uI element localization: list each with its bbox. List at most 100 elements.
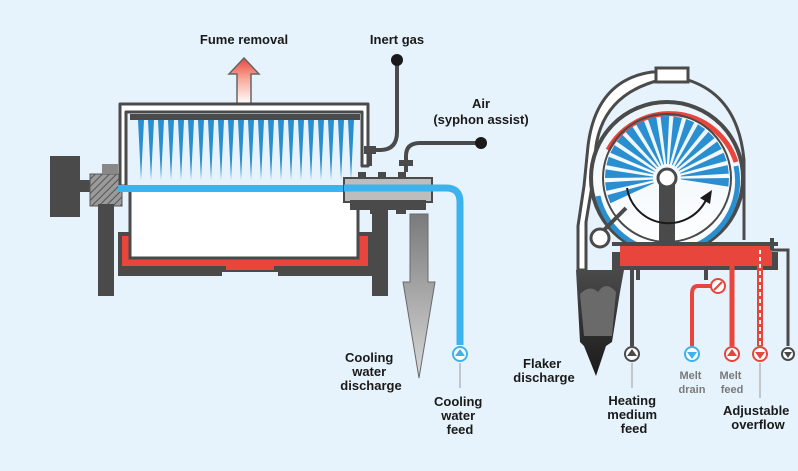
cooling-sprays <box>138 120 354 180</box>
joint-bolt-2 <box>378 172 386 179</box>
bearing-block <box>102 164 118 174</box>
inert-gas-pipe <box>368 60 399 166</box>
drum-spray-spoke <box>674 124 706 167</box>
spray-nozzle <box>298 120 304 180</box>
drive-shaft <box>80 180 92 192</box>
housing-top-cap <box>654 66 690 84</box>
melt-feed-arrow-head <box>727 349 737 356</box>
overflow-arrow-head <box>755 352 765 359</box>
rotation-arrow <box>626 187 707 225</box>
drum-spray-spoke <box>671 119 695 166</box>
label-heating-medium-feed: Heating medium feed <box>607 393 660 436</box>
trough-post-3 <box>770 238 774 250</box>
drum-spray-spoke <box>625 126 659 168</box>
spray-nozzle <box>168 120 174 180</box>
spray-nozzle <box>188 120 194 180</box>
spray-nozzle <box>138 120 144 180</box>
cooling-water-discharge-pipe <box>402 213 436 379</box>
trough-rim <box>612 242 778 246</box>
drum-center-column <box>659 184 675 246</box>
drum-spray-spoke <box>680 165 729 177</box>
drum-spray-spoke <box>678 141 722 171</box>
drum-spray-spoke <box>680 177 729 187</box>
spray-nozzle <box>278 120 284 180</box>
label-fume-removal: Fume removal <box>200 32 288 47</box>
label-melt-drain: Melt drain <box>679 370 706 396</box>
joint-bolt-5 <box>396 208 406 214</box>
spray-nozzle <box>178 120 184 180</box>
overflow-return-arrow-head <box>784 352 792 358</box>
label-cooling-water-discharge: Cooling water discharge <box>340 350 401 393</box>
side-view-flaker <box>50 54 487 388</box>
melt-drain-valve-mark <box>713 281 723 291</box>
label-melt-feed: Melt feed <box>719 370 744 396</box>
overflow-return-pipe <box>772 248 790 346</box>
cooling-water-feed-pipe <box>344 184 464 345</box>
spray-nozzle <box>318 120 324 180</box>
scraper-knife <box>602 206 628 232</box>
drum-spray-spoke <box>647 116 664 165</box>
drum-spray-spoke <box>605 179 654 191</box>
spray-nozzle <box>228 120 234 180</box>
air-syphon-pipe <box>404 141 481 172</box>
housing-right-wall <box>687 78 746 240</box>
drum-spray-spoke <box>660 116 670 165</box>
drum-shell <box>128 188 360 260</box>
hood-bar <box>130 114 360 120</box>
air-inlet-dot <box>475 137 487 149</box>
spray-nozzle <box>288 120 294 180</box>
spray-nozzle <box>248 120 254 180</box>
label-air: Air <box>472 96 490 111</box>
flake-pile <box>580 286 616 336</box>
rotation-arrow-head <box>700 190 712 204</box>
drum-spray-spoke <box>610 145 655 172</box>
melt-trough-bath <box>620 246 772 266</box>
spray-nozzle <box>148 120 154 180</box>
spray-nozzle <box>198 120 204 180</box>
spray-nozzle <box>348 120 354 180</box>
fume-removal-arrow <box>227 56 261 105</box>
drum-hub <box>656 167 678 189</box>
spray-nozzle <box>218 120 224 180</box>
spray-nozzle <box>208 120 214 180</box>
drum-spray-spoke <box>607 182 654 204</box>
drum-spray-spoke <box>606 156 654 175</box>
gearbox-coupling <box>89 173 123 207</box>
spray-nozzle <box>258 120 264 180</box>
inert-gas-valve <box>364 146 376 154</box>
label-inert-gas: Inert gas <box>370 32 424 47</box>
cooling-water-feed-arrow-head <box>455 349 465 356</box>
melt-drain-pipe <box>690 284 718 346</box>
drum-spray-spoke <box>635 120 662 166</box>
melt-drain-arrow-head <box>687 352 697 359</box>
spray-nozzle <box>308 120 314 180</box>
drum-spray-spoke <box>676 131 715 169</box>
joint-bolt-4 <box>370 208 380 214</box>
inert-gas-inlet-dot <box>391 54 403 66</box>
right-leg <box>372 204 388 296</box>
drum-spray-spoke <box>605 169 654 179</box>
joint-bolt-3 <box>398 172 406 179</box>
label-air-syphon: (syphon assist) <box>433 112 528 127</box>
trough-post-2 <box>704 266 708 280</box>
trough-post-1 <box>636 266 640 280</box>
spray-nozzle <box>158 120 164 180</box>
joint-bolt-1 <box>358 172 366 179</box>
heating-medium-arrow-head <box>627 349 637 356</box>
rotary-joint-base <box>350 200 426 210</box>
drum-spray-spoke <box>669 116 683 165</box>
flaker-housing <box>576 70 686 272</box>
label-flaker-discharge: Flaker discharge <box>513 356 574 385</box>
end-view-flaker <box>576 66 795 398</box>
drum-spray-spoke <box>616 134 657 170</box>
label-adjustable-overflow: Adjustable overflow <box>723 403 793 432</box>
air-valve <box>399 160 413 166</box>
spray-nozzle <box>238 120 244 180</box>
left-leg <box>98 204 114 296</box>
spray-nozzle <box>338 120 344 180</box>
drum-spray-spoke <box>680 152 727 174</box>
drum-spray-spokes <box>605 116 729 204</box>
drive-motor <box>50 156 80 217</box>
spray-nozzle <box>268 120 274 180</box>
